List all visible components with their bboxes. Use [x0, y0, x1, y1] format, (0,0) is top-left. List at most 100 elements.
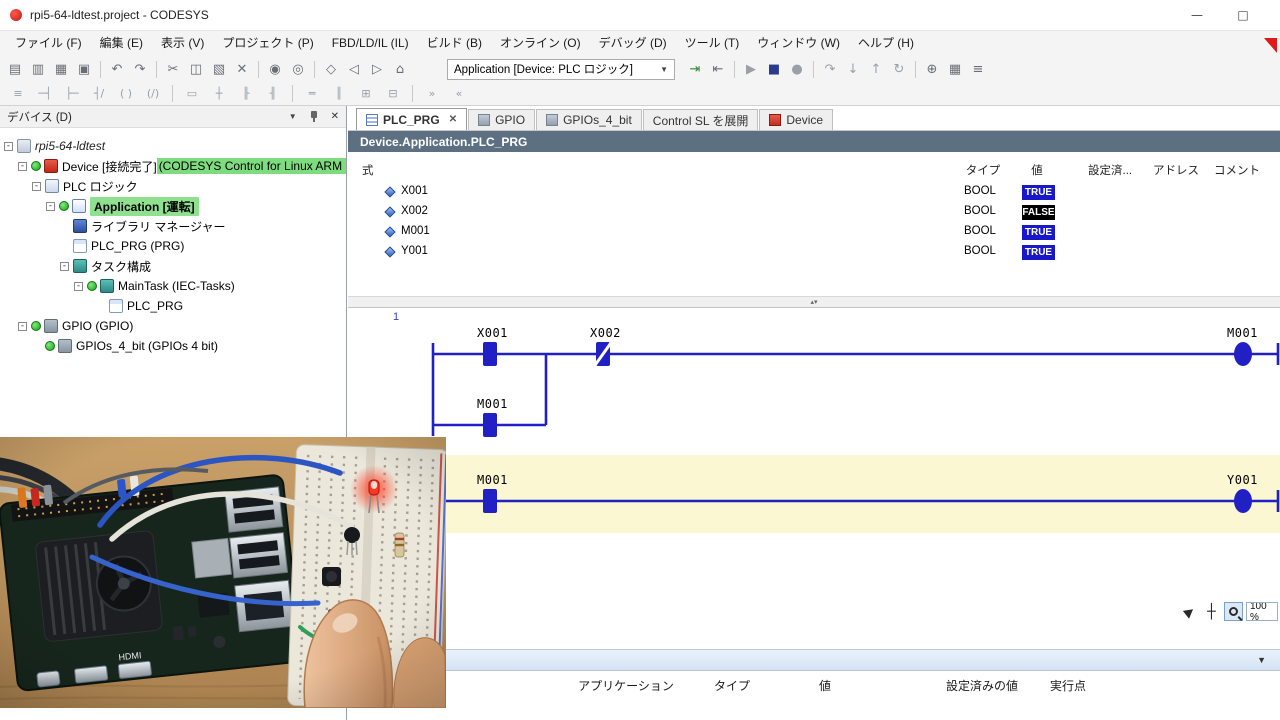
menu-project[interactable]: プロジェクト (P)	[222, 36, 314, 50]
insert-contact-icon[interactable]: ─┤	[38, 87, 52, 100]
insert-parallel-open-icon[interactable]: ╟	[242, 87, 250, 100]
navigate-back-icon[interactable]: ◁	[349, 61, 359, 77]
bottom-panel-header[interactable]: ▼	[348, 649, 1280, 671]
menu-tools[interactable]: ツール (T)	[684, 36, 740, 50]
start-icon[interactable]: ▶	[746, 61, 756, 77]
watch-row-m001[interactable]: M001 BOOL TRUE	[348, 223, 1280, 243]
expand-toggle[interactable]: -	[74, 280, 83, 291]
expand-toggle[interactable]: -	[18, 320, 27, 331]
home-icon[interactable]: ⌂	[395, 61, 405, 77]
tree-item-maintask[interactable]: - MainTask (IEC-Tasks)	[74, 279, 235, 293]
contact-x001[interactable]	[483, 342, 497, 366]
pin-icon[interactable]	[309, 110, 319, 123]
expand-toggle[interactable]: -	[18, 160, 27, 171]
options-icon[interactable]: ≡	[972, 61, 984, 77]
panel-menu-icon[interactable]: ▼	[288, 112, 297, 121]
value-badge[interactable]: TRUE	[1022, 245, 1055, 260]
insert-network-icon[interactable]: ≡	[13, 87, 23, 100]
menu-build[interactable]: ビルド (B)	[426, 36, 482, 50]
return-icon[interactable]: «	[455, 87, 463, 100]
tree-item-gpios-4bit[interactable]: GPIOs_4_bit (GPIOs 4 bit)	[0, 336, 346, 356]
column-type[interactable]: タイプ	[965, 165, 1001, 177]
bookmark-icon[interactable]: ◇	[326, 61, 336, 77]
find-icon[interactable]: ◉	[269, 61, 281, 77]
expand-toggle[interactable]: -	[60, 260, 69, 271]
insert-negated-coil-icon[interactable]: (/)	[146, 87, 160, 100]
label-contact-x001[interactable]: X001	[477, 326, 508, 340]
pan-tool-button[interactable]: ┼	[1202, 602, 1221, 621]
undo-icon[interactable]: ↶	[111, 61, 123, 77]
insert-contact-right-icon[interactable]: ├─	[65, 87, 79, 100]
column-expression[interactable]: 式	[362, 165, 374, 177]
paste-icon[interactable]: ▧	[212, 61, 226, 77]
insert-negated-contact-icon[interactable]: ┤/	[93, 87, 105, 100]
collapse-panel-icon[interactable]: ▼	[1257, 655, 1266, 665]
build-icon[interactable]: ⊕	[926, 61, 938, 77]
copy-icon[interactable]: ◫	[189, 61, 203, 77]
collapse-all-icon[interactable]: ⊟	[388, 87, 398, 100]
insert-coil-icon[interactable]: ( )	[119, 87, 133, 100]
menu-view[interactable]: 表示 (V)	[161, 36, 205, 50]
tree-item-plc-logic[interactable]: - PLC ロジック	[32, 179, 138, 194]
watch-ladder-splitter[interactable]: ▴▾	[348, 296, 1280, 308]
column-address[interactable]: アドレス	[1153, 165, 1199, 177]
column-value[interactable]: 値	[818, 679, 832, 693]
insert-rail-icon[interactable]: ║	[335, 87, 343, 100]
maximize-button[interactable]: □	[1237, 8, 1249, 22]
replace-icon[interactable]: ◎	[292, 61, 304, 77]
breakpoint-icon[interactable]: ●	[791, 61, 803, 77]
watch-list-icon[interactable]: ▦	[948, 61, 962, 77]
logout-icon[interactable]: ⇤	[712, 61, 724, 77]
label-contact-m001[interactable]: M001	[477, 473, 508, 487]
select-tool-button[interactable]	[1180, 602, 1199, 621]
open-project-icon[interactable]: ▥	[31, 61, 45, 77]
ladder-editor[interactable]: 1 X001 X002 M001 M001 M001 Y001 ┼ 100 %	[348, 308, 1280, 649]
close-panel-icon[interactable]: ✕	[330, 111, 339, 122]
tab-control-sl[interactable]: Control SL を展開	[642, 109, 759, 130]
menu-help[interactable]: ヘルプ (H)	[857, 36, 914, 50]
contact-m001-branch[interactable]	[483, 413, 497, 437]
navigate-forward-icon[interactable]: ▷	[372, 61, 382, 77]
tab-gpios-4bit[interactable]: GPIOs_4_bit	[536, 109, 642, 130]
watch-row-x002[interactable]: X002 BOOL FALSE	[348, 203, 1280, 223]
label-contact-m001-branch[interactable]: M001	[477, 397, 508, 411]
insert-box-icon[interactable]: ▭	[186, 87, 198, 100]
stop-icon[interactable]: ■	[767, 61, 781, 77]
step-over-icon[interactable]: ↷	[824, 61, 836, 77]
active-application-selector[interactable]: Application [Device: PLC ロジック] ▼	[447, 58, 675, 80]
menu-debug[interactable]: デバッグ (D)	[598, 36, 667, 50]
expand-toggle[interactable]: -	[32, 180, 41, 191]
column-application[interactable]: アプリケーション	[578, 679, 674, 693]
minimize-button[interactable]: —	[1191, 8, 1203, 22]
step-out-icon[interactable]: ↑	[870, 61, 882, 77]
column-prepared-value[interactable]: 設定済...	[1088, 165, 1133, 177]
splitter-handle-icon[interactable]: ▴▾	[810, 298, 818, 306]
redo-icon[interactable]: ↷	[134, 61, 146, 77]
delete-icon[interactable]: ✕	[236, 61, 248, 77]
zoom-tool-button[interactable]	[1224, 602, 1243, 621]
menu-online[interactable]: オンライン (O)	[499, 36, 581, 50]
watch-row-y001[interactable]: Y001 BOOL TRUE	[348, 243, 1280, 263]
reset-icon[interactable]: ↻	[893, 61, 905, 77]
column-type[interactable]: タイプ	[713, 679, 751, 693]
menu-edit[interactable]: 編集 (E)	[99, 36, 144, 50]
expand-all-icon[interactable]: ⊞	[361, 87, 371, 100]
watch-row-x001[interactable]: X001 BOOL TRUE	[348, 183, 1280, 203]
login-icon[interactable]: ⇥	[689, 61, 701, 77]
menu-file[interactable]: ファイル (F)	[15, 36, 82, 50]
column-comment[interactable]: コメント	[1214, 165, 1260, 177]
coil-y001[interactable]	[1234, 489, 1252, 513]
insert-branch-icon[interactable]: ┼	[215, 87, 223, 100]
new-project-icon[interactable]: ▤	[8, 61, 22, 77]
tab-plc-prg[interactable]: PLC_PRG ✕	[356, 108, 468, 130]
zoom-level-input[interactable]: 100 %	[1246, 602, 1278, 621]
label-contact-x002[interactable]: X002	[590, 326, 621, 340]
print-icon[interactable]: ▣	[77, 61, 91, 77]
contact-m001[interactable]	[483, 489, 497, 513]
tree-item-application[interactable]: - Application [運転]	[0, 196, 346, 216]
value-badge[interactable]: FALSE	[1022, 205, 1055, 220]
tree-item-project[interactable]: - rpi5-64-ldtest	[4, 139, 106, 153]
tab-gpio[interactable]: GPIO	[468, 109, 536, 130]
cut-icon[interactable]: ✂	[167, 61, 179, 77]
value-badge[interactable]: TRUE	[1022, 185, 1055, 200]
